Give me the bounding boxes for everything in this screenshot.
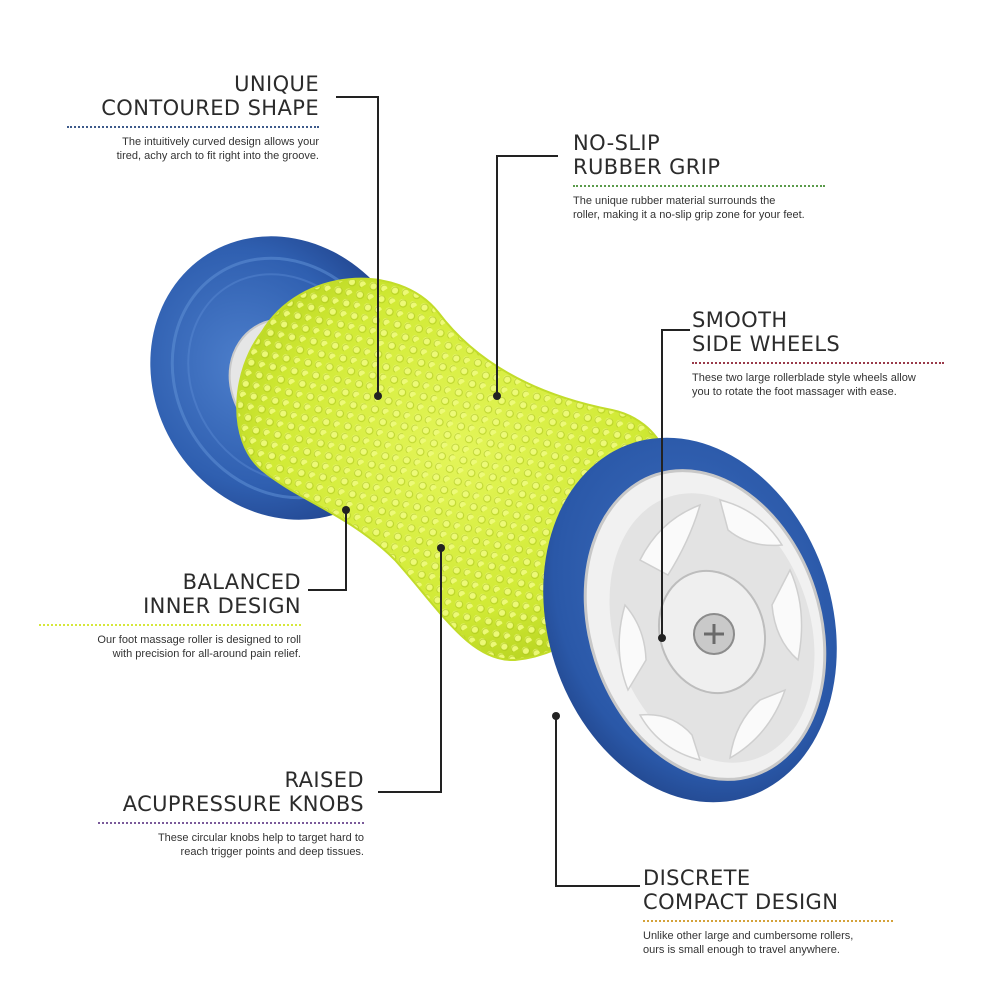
feature-title-line-1: BALANCED — [182, 570, 301, 594]
feature-desc-line-1: These circular knobs help to target hard… — [157, 832, 364, 844]
feature-acupressure-knobs: RAISED ACUPRESSURE KNOBS These circular … — [98, 768, 364, 859]
feature-desc-line-2: ours is small enough to travel anywhere. — [643, 944, 840, 956]
feature-rubber-grip: NO-SLIP RUBBER GRIP The unique rubber ma… — [573, 131, 825, 222]
feature-title-line-2: COMPACT DESIGN — [643, 890, 839, 914]
feature-desc-line-2: with precision for all-around pain relie… — [112, 648, 301, 660]
feature-divider — [39, 624, 301, 626]
feature-title-line-1: RAISED — [284, 768, 364, 792]
hub-spokes — [618, 498, 803, 762]
feature-desc-line-2: you to rotate the foot massager with eas… — [692, 386, 897, 398]
feature-inner-design: BALANCED INNER DESIGN Our foot massage r… — [39, 570, 301, 661]
feature-title-line-1: UNIQUE — [234, 72, 319, 96]
feature-desc-line-2: tired, achy arch to fit right into the g… — [116, 150, 319, 162]
feature-desc-line-1: The unique rubber material surrounds the — [573, 195, 776, 207]
feature-title-line-1: DISCRETE — [643, 866, 751, 890]
feature-title-line-2: RUBBER GRIP — [573, 155, 721, 179]
feature-desc-line-1: Our foot massage roller is designed to r… — [97, 634, 301, 646]
feature-title-line-2: SIDE WHEELS — [692, 332, 841, 356]
feature-contoured-shape: UNIQUE CONTOURED SHAPE The intuitively c… — [67, 72, 319, 163]
feature-divider — [67, 126, 319, 128]
feature-title-line-1: SMOOTH — [692, 308, 788, 332]
feature-desc-line-1: Unlike other large and cumbersome roller… — [643, 930, 854, 942]
feature-divider — [98, 822, 364, 824]
feature-title-line-2: CONTOURED SHAPE — [101, 96, 319, 120]
feature-divider — [573, 185, 825, 187]
feature-title-line-2: ACUPRESSURE KNOBS — [122, 792, 364, 816]
feature-divider — [692, 362, 944, 364]
feature-desc-line-1: These two large rollerblade style wheels… — [692, 372, 916, 384]
feature-title-line-1: NO-SLIP — [573, 131, 661, 155]
feature-desc-line-1: The intuitively curved design allows you… — [122, 136, 319, 148]
feature-desc-line-2: reach trigger points and deep tissues. — [180, 846, 364, 858]
feature-title-line-2: INNER DESIGN — [143, 594, 301, 618]
feature-compact-design: DISCRETE COMPACT DESIGN Unlike other lar… — [643, 866, 893, 957]
feature-side-wheels: SMOOTH SIDE WHEELS These two large rolle… — [692, 308, 944, 399]
feature-desc-line-2: roller, making it a no-slip grip zone fo… — [573, 209, 805, 221]
feature-divider — [643, 920, 893, 922]
